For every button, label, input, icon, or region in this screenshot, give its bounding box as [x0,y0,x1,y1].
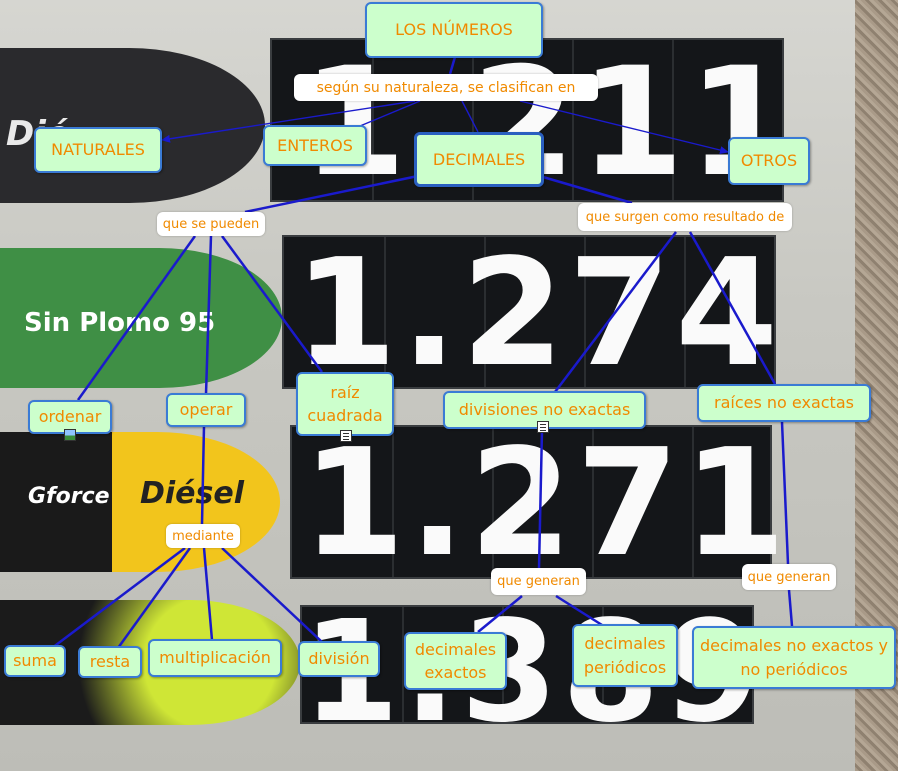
link-generan-exactos [477,595,523,633]
link-operar-mediante [200,425,206,525]
brand-logo-gforce: Gforce Diésel [0,432,280,572]
brand-text-diesel-2: Diésel [140,476,245,511]
document-attachment-icon[interactable] [340,430,352,442]
link-mediante-multiplicacion [202,547,214,641]
link-clasifican-naturales [161,100,416,143]
node-operar[interactable]: operar [166,393,246,427]
link-clasifican-otros [519,100,729,154]
link-pueden-operar [204,235,213,395]
phrase-clasifican[interactable]: según su naturaleza, se clasifican en [294,74,598,101]
node-division[interactable]: división [298,641,380,677]
node-ordenar[interactable]: ordenar [28,400,112,434]
price-value-3: 1.271 [302,417,791,589]
price-value-2: 1.274 [294,227,783,399]
price-panel-1: 1.211 [270,36,797,210]
phrase-mediante[interactable]: mediante [166,524,240,548]
node-decimales[interactable]: DECIMALES [414,132,544,187]
brand-logo-sin-plomo: Sin Plomo 95 [0,248,282,388]
link-mediante-division [221,547,323,643]
phrase-generan-1[interactable]: que generan [491,568,586,595]
link-generan-periodicos [555,594,603,627]
link-decimales-surgen [542,175,633,205]
link-surgen-divisiones [554,231,677,393]
document-attachment-icon[interactable] [537,421,549,433]
link-clasifican-enteros [359,100,421,127]
brand-text-gforce: Gforce [28,484,110,509]
phrase-pueden[interactable]: que se pueden [157,212,265,236]
link-mediante-suma [51,547,186,649]
link-pueden-raiz [220,235,324,373]
phrase-generan-2[interactable]: que generan [742,564,836,590]
node-decimales-periodicos[interactable]: decimales periódicos [572,624,678,687]
node-naturales[interactable]: NATURALES [34,127,162,173]
node-resta[interactable]: resta [78,646,142,678]
link-generan-no-exactos [787,589,794,627]
node-raices-no-exactas[interactable]: raíces no exactas [697,384,871,422]
node-otros[interactable]: OTROS [728,137,810,185]
node-decimales-exactos[interactable]: decimales exactos [404,632,507,690]
node-enteros[interactable]: ENTEROS [263,125,367,166]
phrase-surgen[interactable]: que surgen como resultado de [578,203,792,231]
link-pueden-ordenar [76,235,197,401]
node-los-numeros[interactable]: LOS NÚMEROS [365,2,543,58]
brand-logo-diesel-1: Dié [0,48,265,203]
image-attachment-icon[interactable] [64,429,76,441]
price-value-1: 1.211 [302,36,797,210]
price-panel-2: 1.274 [282,227,783,399]
link-surgen-raices [688,231,777,385]
link-mediante-resta [116,547,192,649]
node-multiplicacion[interactable]: multiplicación [148,639,282,677]
node-raiz-cuadrada[interactable]: raíz cuadrada [296,372,394,436]
link-raices-generan [780,421,790,565]
link-decimales-pueden [244,170,427,214]
link-divisiones-generan [537,429,544,569]
brand-text-sin-plomo: Sin Plomo 95 [24,308,216,338]
node-suma[interactable]: suma [4,645,66,677]
node-decimales-no-exactos-no-periodicos[interactable]: decimales no exactos y no periódicos [692,626,896,689]
link-title-clasifican [448,56,457,75]
link-clasifican-decimales [461,100,479,133]
